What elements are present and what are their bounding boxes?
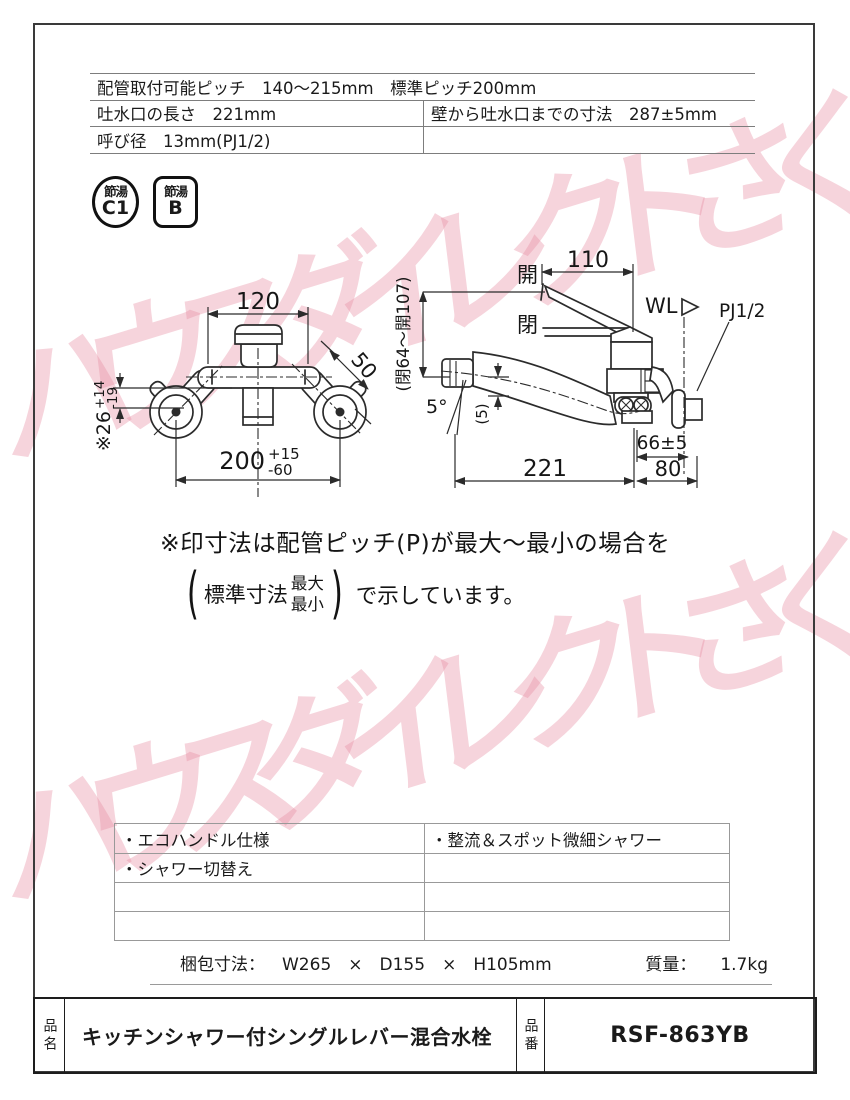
weight-value: 1.7kg <box>720 955 768 975</box>
table-row: 吐水口の長さ 221mm 壁から吐水口までの寸法 287±5mm <box>90 100 755 127</box>
product-table: 品名 キッチンシャワー付シングルレバー混合水栓 品番 RSF-863YB <box>33 997 817 1074</box>
dimension-note: ※印寸法は配管ピッチ(P)が最大～最小の場合を ( 標準寸法 最大 最小 ) で… <box>160 524 670 622</box>
dim-angle-label: 5° <box>426 396 448 418</box>
dim-200-minus: -60 <box>268 461 293 479</box>
packing-info: 梱包寸法： W265 × D155 × H105mm 質量： 1.7kg <box>150 946 772 985</box>
side-view: WL PJ1/2 110 開 閉 (閉64～開107) 5° <box>394 248 765 488</box>
spec-wall-distance: 壁から吐水口までの寸法 287±5mm <box>423 100 755 126</box>
dim-120-label: 120 <box>236 289 280 315</box>
product-code-label: 品番 <box>516 999 544 1072</box>
table-row: 呼び径 13mm(PJ1/2) <box>90 127 755 154</box>
dim-range-label: (閉64～開107) <box>394 277 413 392</box>
dim-26-minus: -19 <box>105 387 121 409</box>
pj-label: PJ1/2 <box>719 301 765 322</box>
spec-empty-cell <box>423 127 755 153</box>
dim-26-plus: +14 <box>92 381 108 410</box>
feature-table: ・エコハンドル仕様 ・整流＆スポット微細シャワー ・シャワー切替え <box>114 823 730 941</box>
dim-80-label: 80 <box>655 457 682 481</box>
table-row <box>115 882 729 911</box>
note-line1: ※印寸法は配管ピッチ(P)が最大～最小の場合を <box>160 529 671 557</box>
note-standard-label: 標準寸法 <box>203 583 288 607</box>
times-sign: × <box>348 955 363 975</box>
badge-label: C1 <box>101 197 130 220</box>
product-code: RSF-863YB <box>544 999 815 1072</box>
dim-200-label: 200 <box>219 447 265 475</box>
spec-diameter: 呼び径 13mm(PJ1/2) <box>97 131 271 151</box>
dim-26-label: ※26 <box>93 411 115 451</box>
wl-label: WL <box>645 294 678 318</box>
dim-drop-label: (5) <box>473 403 491 424</box>
product-name-label: 品名 <box>41 1017 58 1054</box>
close-label: 閉 <box>517 313 538 337</box>
packing-width: W265 <box>282 955 332 975</box>
technical-drawing: 120 50 ※26 +14 -19 200 +15 -60 <box>60 248 820 504</box>
feature-cell: ・シャワー切替え <box>121 860 253 879</box>
feature-cell: ・エコハンドル仕様 <box>121 830 270 850</box>
spec-spout-length: 吐水口の長さ 221mm <box>97 105 277 125</box>
feature-cell <box>424 854 729 882</box>
open-paren: ( <box>186 561 199 626</box>
setsuyu-b-badge: 節湯 B <box>153 176 198 228</box>
setsuyu-c1-badge: 節湯 C1 <box>92 176 139 228</box>
note-line2: ( 標準寸法 最大 最小 ) で示しています。 <box>182 566 670 622</box>
spec-pitch: 配管取付可能ピッチ 140～215mm 標準ピッチ200mm <box>97 78 537 98</box>
dim-221-label: 221 <box>523 456 567 482</box>
packing-height: H105mm <box>473 955 552 975</box>
feature-cell <box>424 912 729 940</box>
dim-110-label: 110 <box>567 248 609 273</box>
badge-label: 節湯 <box>163 183 188 199</box>
dim-200-plus: +15 <box>268 445 300 463</box>
feature-cell <box>424 883 729 911</box>
note-max: 最大 <box>290 573 324 593</box>
note-tail: で示しています。 <box>355 583 525 609</box>
product-name: キッチンシャワー付シングルレバー混合水栓 <box>64 999 516 1072</box>
note-min: 最小 <box>290 595 324 614</box>
feature-cell <box>115 912 424 940</box>
spec-table: 配管取付可能ピッチ 140～215mm 標準ピッチ200mm 吐水口の長さ 22… <box>90 73 755 154</box>
packing-depth: D155 <box>379 955 426 975</box>
dim-66-label: 66±5 <box>637 433 688 454</box>
weight-label: 質量： <box>645 955 697 975</box>
close-paren: ) <box>330 561 343 626</box>
dim-50-label: 50 <box>346 348 382 384</box>
packing-label: 梱包寸法： <box>180 955 265 975</box>
badge-label: 節湯 <box>103 183 128 199</box>
table-row: 配管取付可能ピッチ 140～215mm 標準ピッチ200mm <box>90 74 755 101</box>
wl-triangle-icon <box>681 297 700 317</box>
feature-cell: ・整流＆スポット微細シャワー <box>424 824 729 853</box>
table-row: ・シャワー切替え <box>115 853 729 882</box>
open-label: 開 <box>517 263 538 287</box>
times-sign: × <box>442 955 457 975</box>
front-view: 120 50 ※26 +14 -19 200 +15 -60 <box>92 289 382 497</box>
feature-cell <box>115 883 424 911</box>
table-row: ・エコハンドル仕様 ・整流＆スポット微細シャワー <box>115 824 729 853</box>
table-row <box>115 911 729 940</box>
badge-label: B <box>168 197 183 220</box>
